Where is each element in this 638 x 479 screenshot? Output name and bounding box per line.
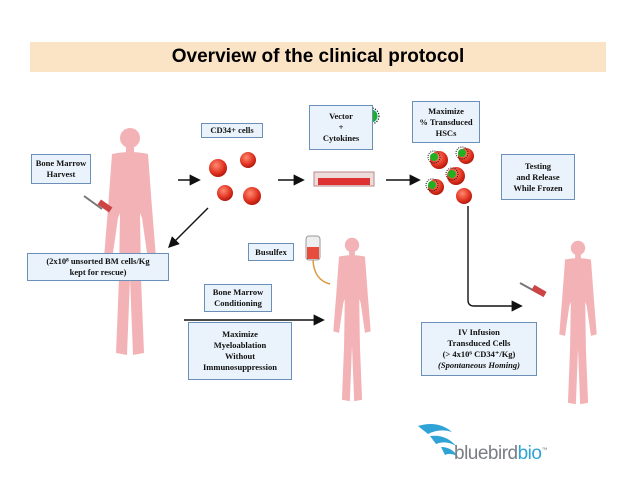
iv-bag-icon bbox=[305, 235, 331, 285]
patient-left-figure bbox=[104, 128, 156, 355]
arrow-cells-to-rescue bbox=[168, 207, 209, 248]
box-busulfex: Busulfex bbox=[248, 243, 294, 261]
box-testing-release: Testing and Release While Frozen bbox=[501, 154, 575, 200]
bluebird-logo-text: bluebirdbio™ bbox=[454, 443, 547, 464]
bluebird-logo-icon bbox=[418, 424, 458, 457]
box-bm-conditioning: Bone Marrow Conditioning bbox=[204, 284, 272, 312]
box-unsorted-bm: (2x10⁸ unsorted BM cells/Kg kept for res… bbox=[27, 253, 169, 281]
box-bone-marrow-harvest: Bone Marrow Harvest bbox=[31, 154, 91, 184]
culture-dish-icon bbox=[313, 171, 375, 187]
cd34-cell-icon bbox=[243, 187, 261, 205]
cd34-cell-icon bbox=[209, 159, 227, 177]
cd34-cell-icon bbox=[240, 152, 256, 168]
box-maximize-transduced: Maximize % Transduced HSCs bbox=[412, 101, 480, 143]
patient-center-figure bbox=[333, 237, 371, 402]
page-title: Overview of the clinical protocol bbox=[171, 46, 465, 67]
syringe-icon-right bbox=[519, 282, 547, 298]
box-cd34-cells: CD34+ cells bbox=[201, 123, 263, 138]
patient-right-figure bbox=[559, 240, 597, 405]
box-iv-infusion: IV Infusion Transduced Cells (> 4x10⁶ CD… bbox=[421, 322, 537, 376]
cd34-cell-icon bbox=[217, 185, 233, 201]
title-bar: Overview of the clinical protocol bbox=[30, 42, 606, 72]
box-maximize-myeloablation: Maximize Myeloablation Without Immunosup… bbox=[188, 322, 292, 380]
arrow-infusion bbox=[467, 216, 523, 312]
box-vector-cytokines: Vector + Cytokines bbox=[309, 105, 373, 150]
syringe-icon-left bbox=[83, 195, 113, 213]
transduced-hsc-icons bbox=[425, 146, 474, 204]
